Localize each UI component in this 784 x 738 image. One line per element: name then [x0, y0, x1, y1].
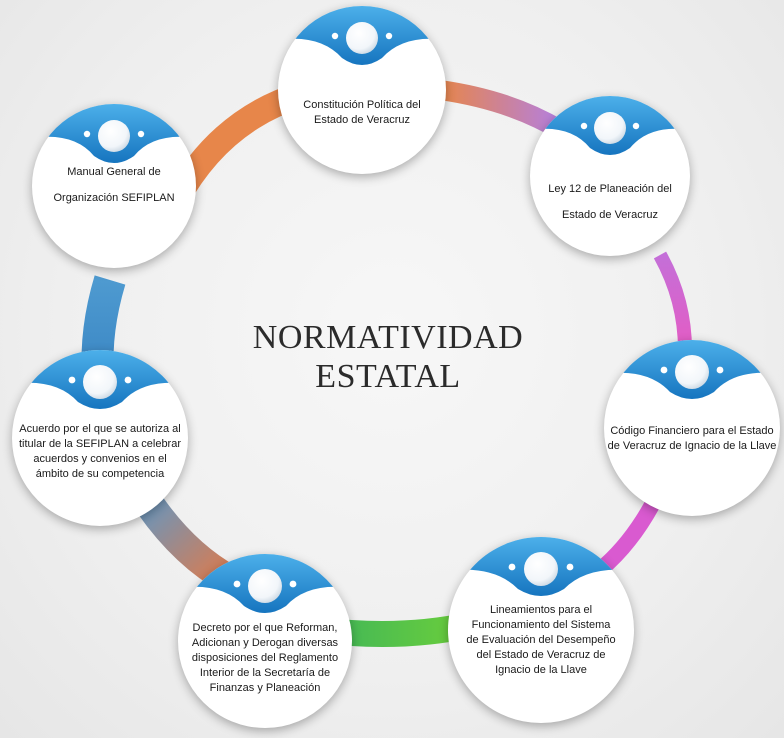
node-cap — [604, 340, 780, 399]
node-codigo-label: Código Financiero para el Estado de Vera… — [607, 425, 777, 452]
node-cap — [278, 6, 446, 65]
node-cap — [448, 537, 634, 596]
node-ley12-label: Ley 12 de Planeación del Estado de Verac… — [548, 183, 672, 221]
title-line-1: NORMATIVIDAD — [252, 319, 524, 356]
node-decreto-label: Decreto por el que Reforman, Adicionan y… — [191, 622, 339, 694]
node-ley12: Ley 12 de Planeación del Estado de Verac… — [530, 96, 690, 256]
node-acuerdo: Acuerdo por el que se autoriza al titula… — [12, 350, 188, 526]
node-constitucion: Constitución Política del Estado de Vera… — [278, 6, 446, 174]
node-codigo: Código Financiero para el Estado de Vera… — [604, 340, 780, 516]
node-cap — [530, 96, 690, 155]
ring-segment-right — [653, 251, 692, 351]
node-manual-label: Manual General de Organización SEFIPLAN — [53, 166, 175, 204]
node-cap — [32, 104, 196, 163]
node-acuerdo-label: Acuerdo por el que se autoriza al titula… — [18, 423, 182, 480]
node-cap — [12, 350, 188, 409]
title-line-2: ESTATAL — [315, 358, 461, 395]
node-constitucion-label: Constitución Política del Estado de Vera… — [303, 99, 421, 126]
diagram-title: NORMATIVIDAD ESTATAL — [218, 318, 558, 396]
node-decreto: Decreto por el que Reforman, Adicionan y… — [178, 554, 352, 728]
node-lineamientos: Lineamientos para el Funcionamiento del … — [448, 537, 634, 723]
node-cap — [178, 554, 352, 613]
node-lineamientos-label: Lineamientos para el Funcionamiento del … — [466, 604, 616, 676]
node-manual: Manual General de Organización SEFIPLAN — [32, 104, 196, 268]
